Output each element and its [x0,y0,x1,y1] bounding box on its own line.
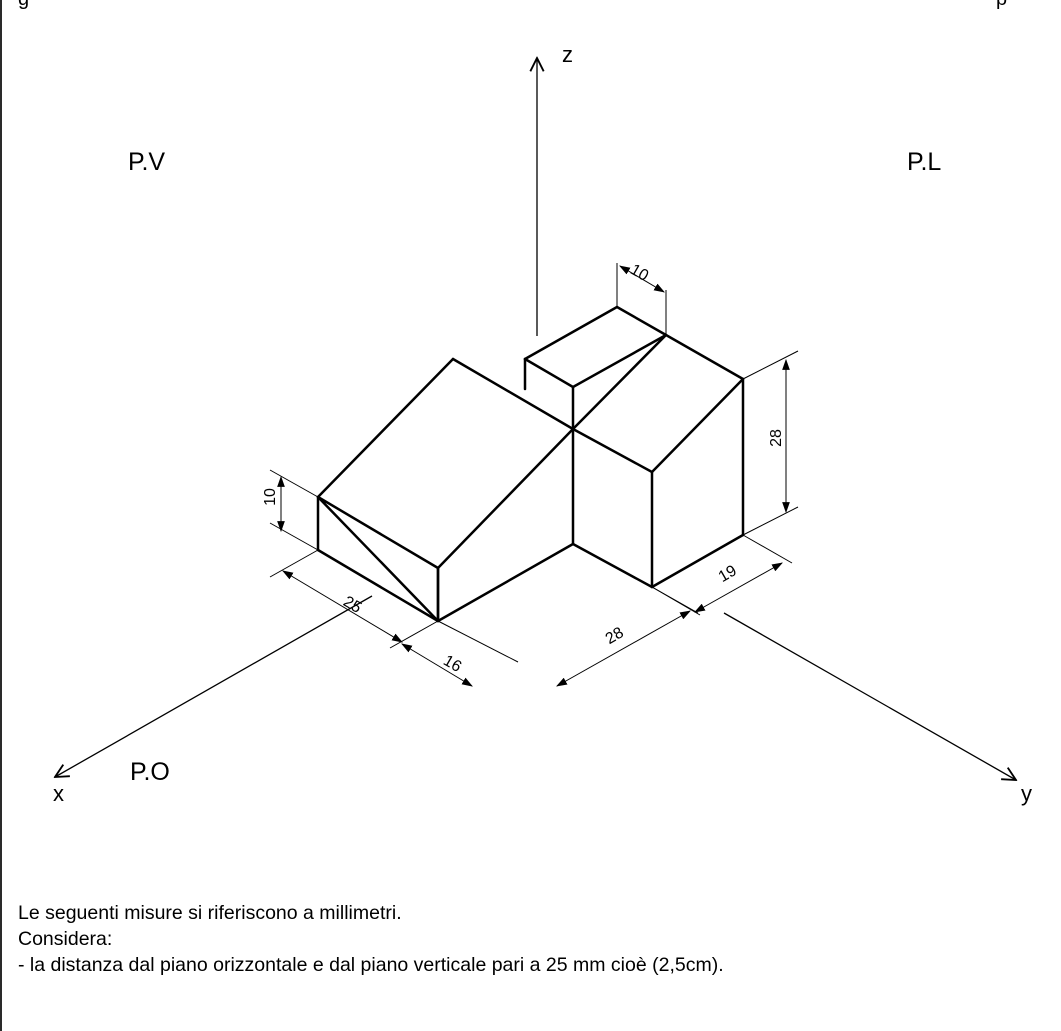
dim-front-width [401,643,473,687]
cropped-text-fragment: g p [18,0,1008,9]
y-axis [723,612,1016,780]
dim-right-depth [694,562,783,613]
edge [664,333,745,381]
edge [436,542,575,623]
solid-outline [316,305,745,623]
dim-label-front-width: 16 [440,652,464,676]
dim-label-right-depth: 19 [716,562,740,586]
y-axis-label: y [1021,781,1032,806]
extension-line [269,549,319,578]
notes-line-distance: - la distanza dal piano orizzontale e da… [18,954,724,976]
edge [451,357,575,431]
dim-label-left-height: 10 [262,488,279,506]
x-axis [55,595,373,777]
edge [571,333,668,431]
extension-line [742,534,793,564]
dim-label-base-length: 28 [603,624,627,648]
notes-line-consider: Considera: [18,928,113,950]
dim-label-front-depth: 25 [340,593,364,617]
dimension-lines [269,263,799,690]
edge [523,305,619,361]
edge [571,542,654,589]
dimension-labels: 10 28 10 25 16 28 19 [262,261,785,676]
edge [316,357,455,499]
extension-line [742,506,799,536]
x-axis-label: x [53,781,64,806]
dim-top-width [619,265,665,293]
edge [650,377,745,474]
extension-line [651,586,699,614]
extension-line [437,620,519,663]
notes-line-units: Le seguenti misure si riferiscono a mill… [18,902,402,924]
edge [650,533,745,589]
page-left-border [0,0,2,1031]
edge [436,427,575,570]
plane-label-vertical: P.V [128,148,165,176]
edge [615,305,668,337]
plane-label-horizontal: P.O [130,758,170,786]
plane-label-lateral: P.L [907,148,941,176]
axes-group: z x y [53,42,1032,806]
extension-line [742,350,799,380]
instructions-block: Le seguenti misure si riferiscono a mill… [18,900,1038,978]
extension-line [269,522,319,551]
edge [523,357,575,389]
dim-label-right-height: 28 [768,429,785,447]
cropped-glyph-left: g [18,0,29,9]
dim-label-top-width: 10 [627,261,651,285]
isometric-drawing: z x y P.V P.L P.O [53,42,1032,806]
cropped-glyph-right: p [996,0,1007,9]
edge [571,333,668,389]
extension-line [389,620,439,649]
extension-line [269,469,319,498]
dim-base-length [556,610,691,687]
dim-front-depth [282,570,403,643]
z-axis-label: z [562,42,573,67]
extension-line-hidden [470,544,573,690]
edge [571,427,654,474]
